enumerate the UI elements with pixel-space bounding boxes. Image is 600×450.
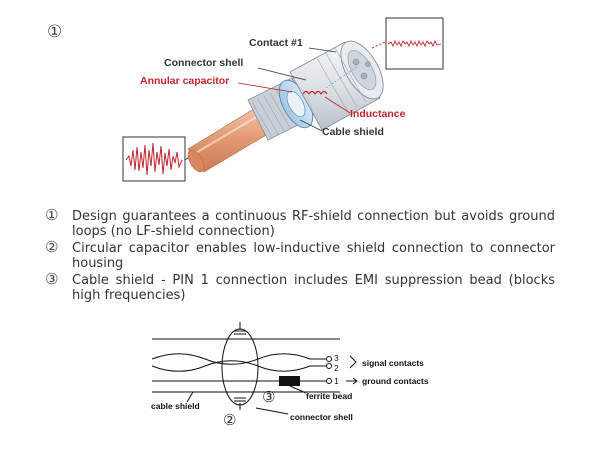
pin-label-2: 2 — [334, 363, 339, 373]
list-number: ② — [45, 238, 59, 256]
label-cable-shield: cable shield — [151, 401, 200, 411]
label-signal-contacts: signal contacts — [362, 358, 424, 368]
twisted-wire-a — [151, 353, 326, 365]
feature-list: ① Design guarantees a continuous RF-shie… — [45, 206, 555, 305]
ground-arrow-head — [352, 377, 358, 385]
list-number: ① — [45, 206, 59, 224]
label-cable-shield: Cable shield — [322, 126, 384, 138]
label-inductance: Inductance — [350, 108, 406, 120]
list-text: Cable shield - PIN 1 connection includes… — [72, 273, 555, 303]
leader-annular-capacitor — [237, 82, 293, 93]
label-annular-capacitor: Annular capacitor — [140, 75, 229, 87]
label-ground-contacts: ground contacts — [362, 376, 429, 386]
output-waveform-box — [385, 17, 444, 70]
pin-1 — [326, 378, 332, 384]
leader-connector-shell — [257, 67, 307, 81]
leader-contact — [308, 47, 337, 53]
connector-shell — [289, 40, 384, 131]
leader-cable-shield — [299, 119, 323, 132]
list-text: Circular capacitor enables low-inductive… — [72, 241, 555, 271]
cable-shield-leader — [186, 391, 194, 403]
label-ferrite-bead: ferrite bead — [306, 391, 352, 401]
leader-inductance — [324, 96, 351, 114]
list-item: ① Design guarantees a continuous RF-shie… — [45, 206, 555, 240]
pin-2 — [326, 363, 332, 369]
list-item: ② Circular capacitor enables low-inducti… — [45, 238, 555, 272]
marker-2: ② — [223, 411, 236, 429]
list-text: Design guarantees a continuous RF-shield… — [72, 209, 555, 239]
ferrite-leader — [289, 385, 307, 394]
shell-ellipse — [221, 328, 259, 406]
twisted-wire-b — [151, 360, 326, 372]
pin-label-1: 1 — [334, 376, 339, 386]
list-item: ③ Cable shield - PIN 1 connection includ… — [45, 270, 555, 304]
inductance-coil — [302, 90, 328, 96]
pin-3 — [326, 356, 332, 362]
cable — [187, 103, 279, 173]
signal-brace — [349, 355, 357, 369]
label-contact: Contact #1 — [249, 37, 303, 49]
ferrite-bead — [279, 376, 300, 386]
internal-wire — [325, 65, 359, 89]
figure-1-number: ① — [47, 22, 63, 42]
label-connector-shell: Connector shell — [164, 57, 243, 69]
marker-3: ③ — [262, 388, 275, 406]
label-connector-shell: connector shell — [290, 412, 353, 422]
pin-label-3: 3 — [334, 353, 339, 363]
connector-shell-leader — [255, 407, 289, 415]
list-number: ③ — [45, 270, 59, 288]
input-waveform-box — [122, 136, 186, 182]
